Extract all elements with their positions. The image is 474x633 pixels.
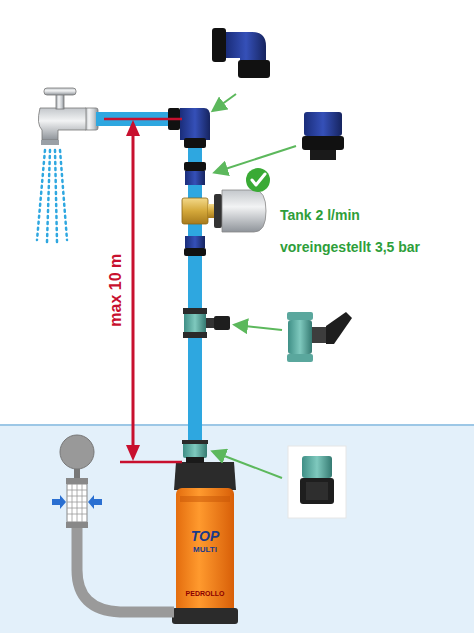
brand-text: TOP — [191, 528, 220, 544]
valve-image — [287, 312, 352, 362]
elbow-image — [212, 6, 270, 78]
dimension-label: max 10 m — [107, 254, 125, 327]
ball-valve — [183, 308, 230, 338]
elbow-fitting — [168, 108, 210, 148]
coupling-fitting — [184, 236, 206, 256]
water-surface — [0, 424, 474, 426]
pointer-arrows — [214, 94, 296, 478]
suction-filter — [66, 478, 88, 528]
water-body — [0, 425, 474, 633]
hose — [77, 528, 174, 612]
fitting-image — [288, 446, 346, 518]
water-spray — [37, 150, 67, 242]
faucet — [38, 88, 98, 145]
check-icon — [246, 168, 270, 192]
coupling-fitting — [184, 162, 206, 185]
pressure-tank — [182, 190, 266, 232]
brand-text: MULTI — [193, 545, 217, 554]
flow-arrows — [52, 495, 102, 509]
coupling-image — [302, 112, 344, 160]
float-ball — [60, 435, 94, 479]
brand-text: PEDROLLO — [186, 590, 225, 598]
height-dimension — [104, 119, 182, 462]
tank-label: Tank 2 l/min — [280, 207, 360, 223]
tank-label: voreingestellt 3,5 bar — [280, 239, 420, 255]
submersible-pump — [172, 440, 238, 624]
